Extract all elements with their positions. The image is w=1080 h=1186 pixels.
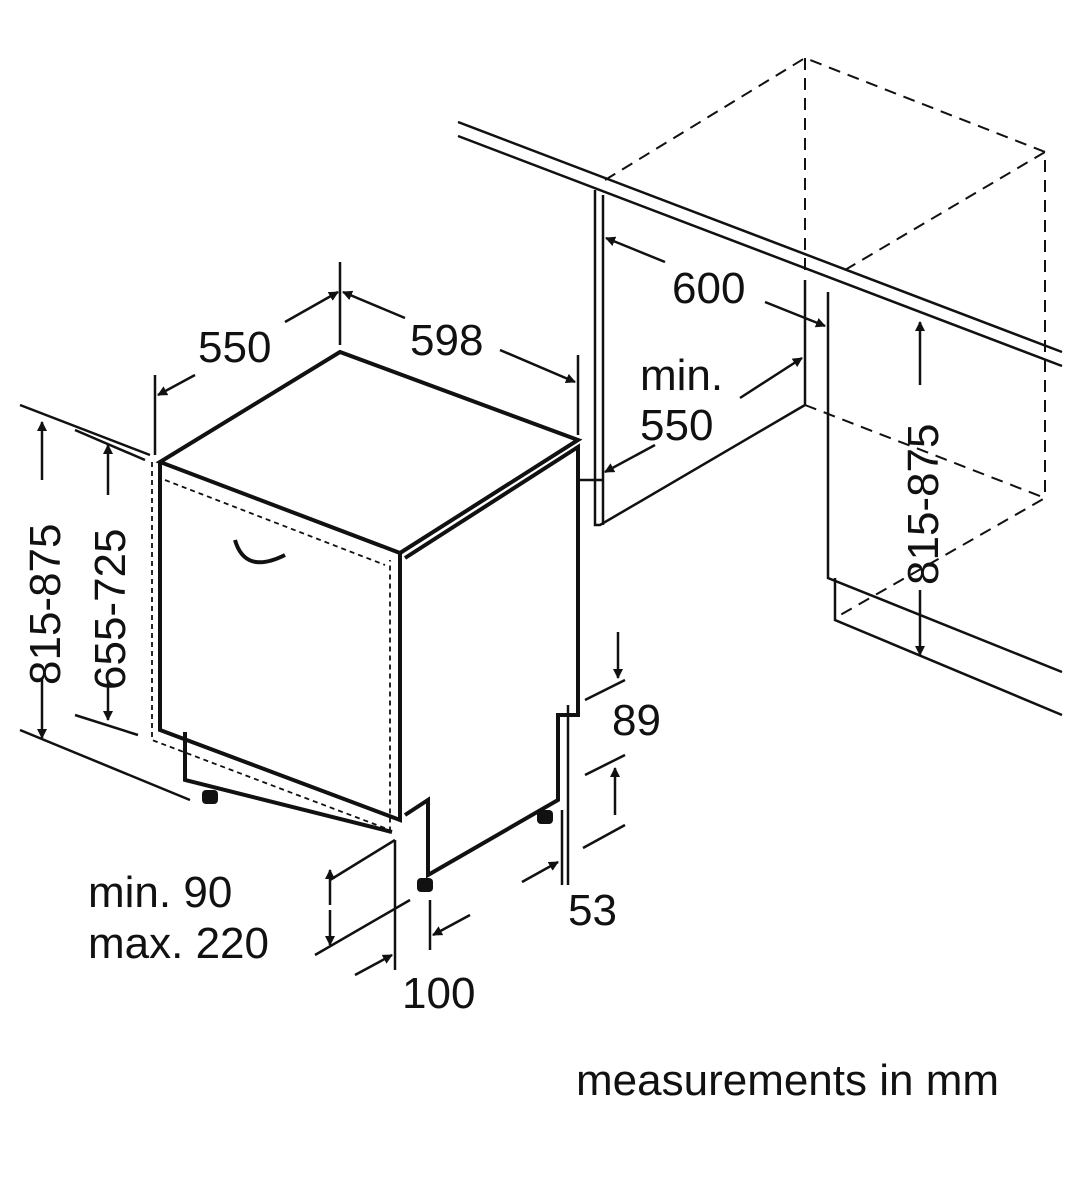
dishwasher [151, 349, 583, 892]
plinth-top-label: 89 [612, 696, 661, 745]
foot-icon [537, 810, 553, 824]
plinth-min-label: min. 90 [88, 868, 232, 917]
plinth-max-label: max. 220 [88, 919, 269, 968]
door-handle-icon [233, 539, 286, 565]
niche-depth-min-label: min. [640, 351, 723, 400]
units-note: measurements in mm [576, 1056, 999, 1105]
foot-icon [417, 878, 433, 892]
depth-dimension-label: 550 [198, 323, 271, 372]
niche-depth-label: 550 [640, 401, 713, 450]
niche-width-label: 600 [672, 264, 745, 313]
total-height-label: 815-875 [21, 524, 70, 685]
plinth-gap-label: 53 [568, 886, 617, 935]
installation-niche [457, 56, 1063, 717]
niche-height-label: 815-875 [899, 424, 948, 585]
width-dimension-label: 598 [410, 316, 483, 365]
door-height-label: 655-725 [86, 529, 135, 690]
foot-icon [202, 790, 218, 804]
dimension-lines [19, 236, 925, 977]
foot-offset-label: 100 [402, 969, 475, 1018]
